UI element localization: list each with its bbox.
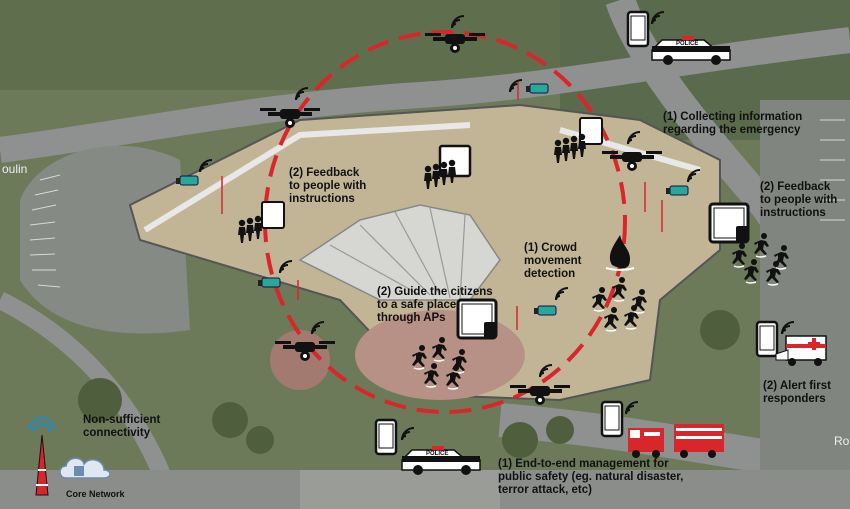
non-sufficient-label: Non-sufficient connectivity (83, 414, 161, 439)
smartphone-icon (374, 418, 398, 456)
end-to-end-label: (1) End-to-end management for public saf… (498, 458, 684, 496)
fire-truck-icon (628, 424, 724, 458)
core-network-label: Core Network (66, 489, 125, 499)
guide-citizens-label: (2) Guide the citizens to a safe place t… (377, 286, 493, 324)
police-text-top: POLICE (676, 41, 699, 47)
ambulance-icon (775, 335, 827, 366)
crowd-icon (238, 215, 262, 243)
road-label-left: oulin (2, 162, 28, 176)
smartphone-icon (600, 400, 624, 438)
tablet-icon (708, 202, 750, 244)
alert-responders-label: (2) Alert first responders (763, 380, 831, 405)
feedback-right-label: (2) Feedback to people with instructions (760, 181, 838, 219)
cloud-icon (59, 457, 111, 479)
cell-tower-icon (29, 417, 55, 496)
road-label-right: Ro (834, 434, 850, 448)
police-car-icon (401, 446, 481, 475)
collect-info-label: (1) Collecting information regarding the… (663, 111, 803, 136)
police-car-icon (651, 36, 731, 65)
tablet-icon (456, 298, 498, 340)
tablet-icon (261, 117, 603, 229)
smartphone-icon (755, 320, 779, 358)
smartphone-icon (626, 10, 650, 48)
police-text-bottom: POLICE (426, 451, 449, 457)
fire-icon (605, 235, 635, 271)
crowd-detection-label: (1) Crowd movement detection (524, 242, 582, 280)
feedback-left-label: (2) Feedback to people with instructions (289, 167, 367, 205)
